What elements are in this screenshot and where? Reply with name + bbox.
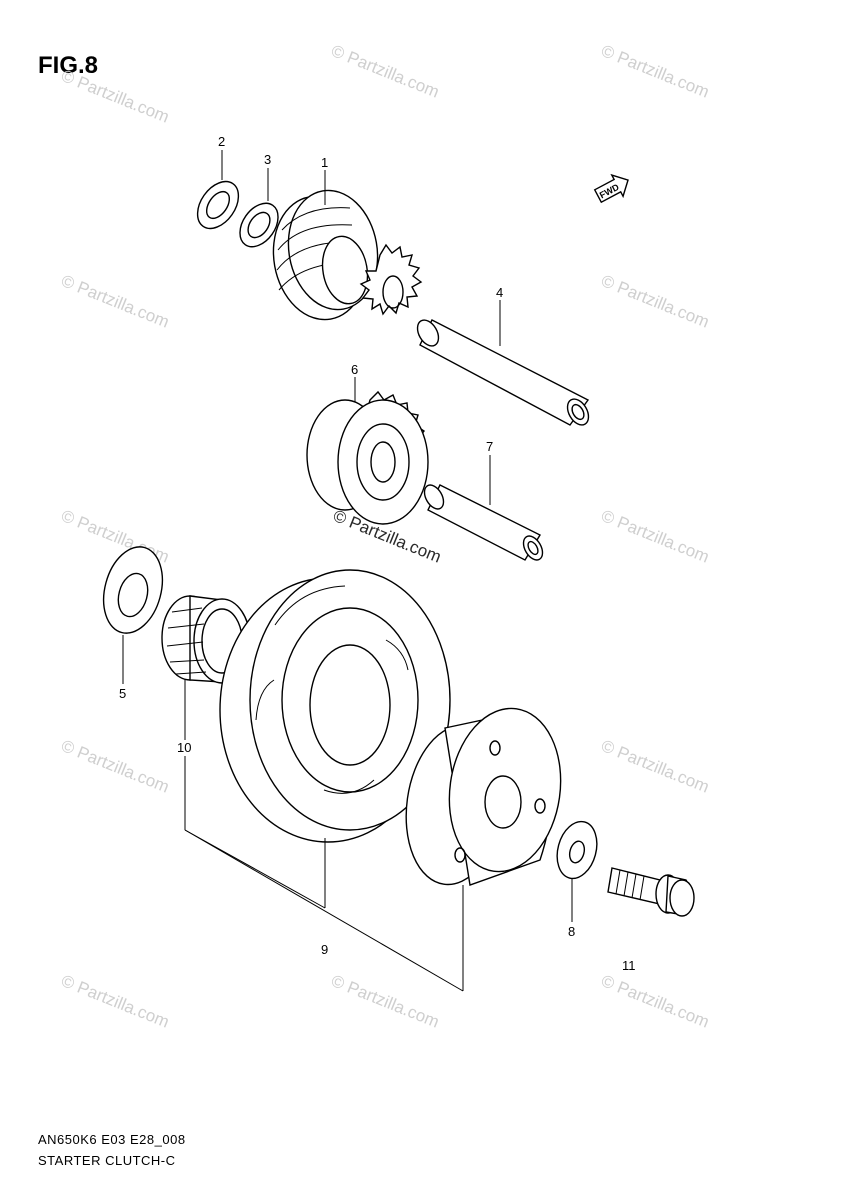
watermark: © Partzilla.com [59,271,172,332]
diagram-code: AN650K6 E03 E28_008 [38,1132,186,1147]
diagram-name: STARTER CLUTCH-C [38,1153,176,1168]
watermark: © Partzilla.com [599,971,712,1032]
watermark: © Partzilla.com [329,971,442,1032]
callout-1: 1 [321,155,328,170]
callout-2: 2 [218,134,225,149]
watermark: © Partzilla.com [599,271,712,332]
watermark: © Partzilla.com [599,736,712,797]
washer-part-5 [102,546,164,634]
figure-title: FIG.8 [38,52,99,79]
bolt-part-11 [607,867,695,917]
callout-7: 7 [486,439,493,454]
watermark: © Partzilla.com [599,41,712,102]
shaft-part-7 [423,484,544,561]
fwd-arrow-icon: FWD [593,173,629,204]
callout-labels: 1 2 3 4 5 6 7 8 9 10 11 [119,134,636,973]
callout-6: 6 [351,362,358,377]
callout-11: 11 [622,958,636,973]
callout-3: 3 [264,152,271,167]
watermark: © Partzilla.com [59,66,172,127]
starter-idle-gear-part-1 [272,189,423,321]
watermark: © Partzilla.com [599,506,712,567]
watermark: © Partzilla.com [59,736,172,797]
watermark: © Partzilla.com [59,971,172,1032]
leader-lines [122,150,573,992]
shaft-part-4 [416,319,590,426]
callout-10: 10 [177,740,191,755]
washer-part-8 [556,820,598,880]
starter-clutch-housing-part-9 [405,707,562,886]
callout-5: 5 [119,686,126,701]
callout-9: 9 [321,942,328,957]
callout-8: 8 [568,924,575,939]
starter-clutch-gear-part-9 [219,569,451,843]
gear-part-6 [306,390,429,525]
watermark: © Partzilla.com [329,41,442,102]
washer-part-2 [196,180,240,230]
spacer-part-3 [239,202,279,248]
callout-4: 4 [496,285,503,300]
